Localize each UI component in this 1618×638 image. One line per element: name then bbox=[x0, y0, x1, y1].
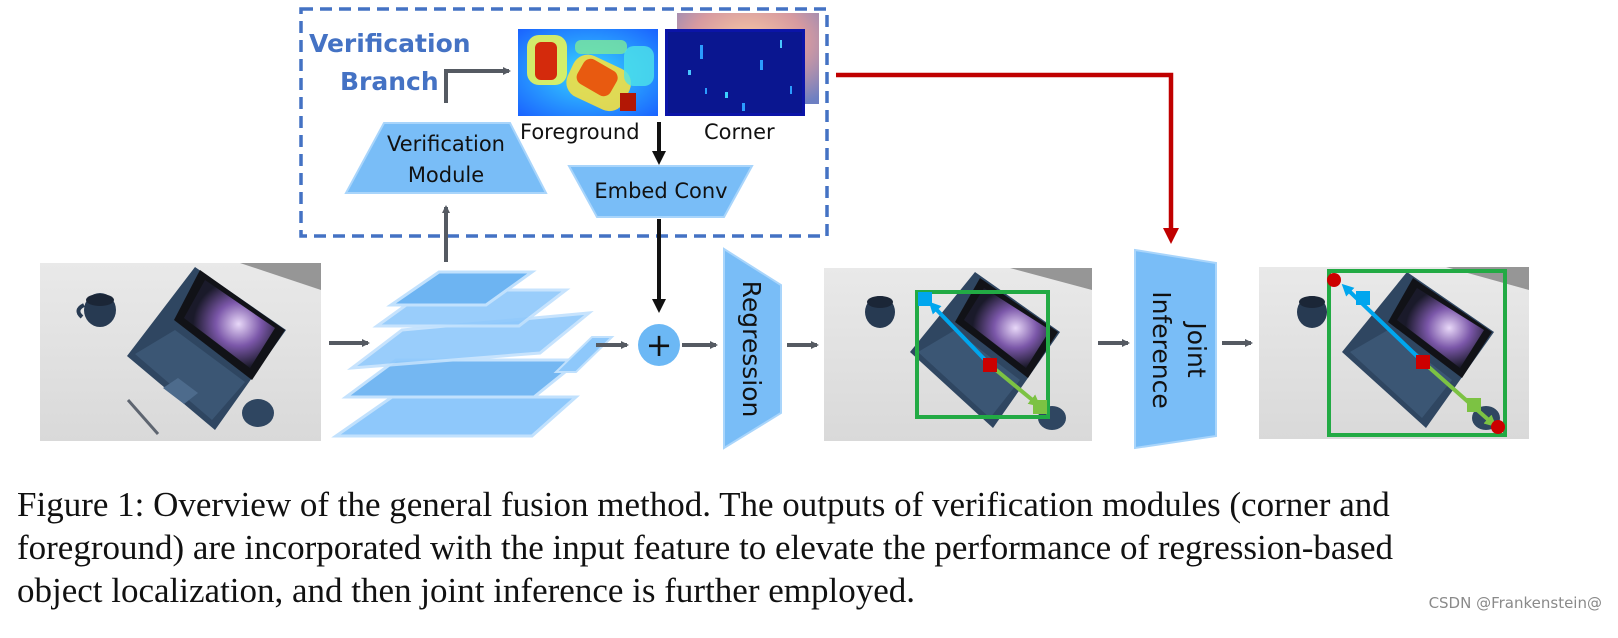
module-to-heatmap-arrow bbox=[444, 67, 511, 103]
watermark: CSDN @Frankenstein@ bbox=[1428, 594, 1602, 612]
verification-module-block bbox=[344, 122, 548, 194]
predicted-box-regression bbox=[915, 290, 1050, 419]
joint-inference-block bbox=[1134, 248, 1217, 450]
final-bottomright-offset-arrow bbox=[1421, 360, 1497, 427]
foreground-heatmap bbox=[518, 29, 658, 116]
joint-inference-line2: Inference bbox=[1147, 291, 1176, 408]
predicted-box-final bbox=[1327, 269, 1507, 437]
fusion-plus-node bbox=[638, 324, 680, 366]
regression-bottomright-corner bbox=[1033, 400, 1047, 414]
final-output-image bbox=[1259, 267, 1529, 439]
caption-line-2: foreground) are incorporated with the in… bbox=[17, 528, 1394, 567]
corner-heatmap bbox=[665, 13, 819, 116]
input-image bbox=[40, 263, 321, 441]
regression-topleft-offset-arrow bbox=[928, 301, 992, 367]
embed-conv-block bbox=[567, 165, 754, 218]
caption-line-3: object localization, and then joint infe… bbox=[17, 571, 916, 610]
regression-center-point bbox=[983, 358, 997, 372]
corner-to-joint-inference-arrow bbox=[836, 72, 1179, 244]
embed-conv-label: Embed Conv bbox=[594, 179, 727, 203]
joint-inference-line1: Joint bbox=[1182, 320, 1211, 377]
feature-maps bbox=[331, 270, 615, 438]
regression-bottomright-offset-arrow bbox=[988, 363, 1041, 407]
final-regressed-topleft bbox=[1356, 291, 1370, 305]
branch-title-line1: Verification bbox=[309, 29, 471, 58]
plus-symbol: + bbox=[646, 326, 673, 364]
branch-title-line2: Branch bbox=[340, 67, 439, 96]
regression-label: Regression bbox=[737, 281, 766, 418]
verification-module-line1: Verification bbox=[387, 132, 505, 156]
final-regressed-bottomright bbox=[1467, 398, 1481, 412]
caption-line-1: Figure 1: Overview of the general fusion… bbox=[17, 485, 1390, 524]
final-verified-topleft-corner bbox=[1327, 273, 1341, 287]
regression-block bbox=[723, 247, 782, 450]
figure-caption: Figure 1: Overview of the general fusion… bbox=[17, 483, 1617, 612]
verification-module-line2: Module bbox=[408, 163, 484, 187]
foreground-label: Foreground bbox=[520, 120, 640, 144]
regression-topleft-corner bbox=[918, 292, 932, 306]
verification-branch-box bbox=[299, 7, 829, 238]
corner-label: Corner bbox=[704, 120, 775, 144]
final-verified-bottomright-corner bbox=[1491, 420, 1505, 434]
final-center-point bbox=[1416, 355, 1430, 369]
